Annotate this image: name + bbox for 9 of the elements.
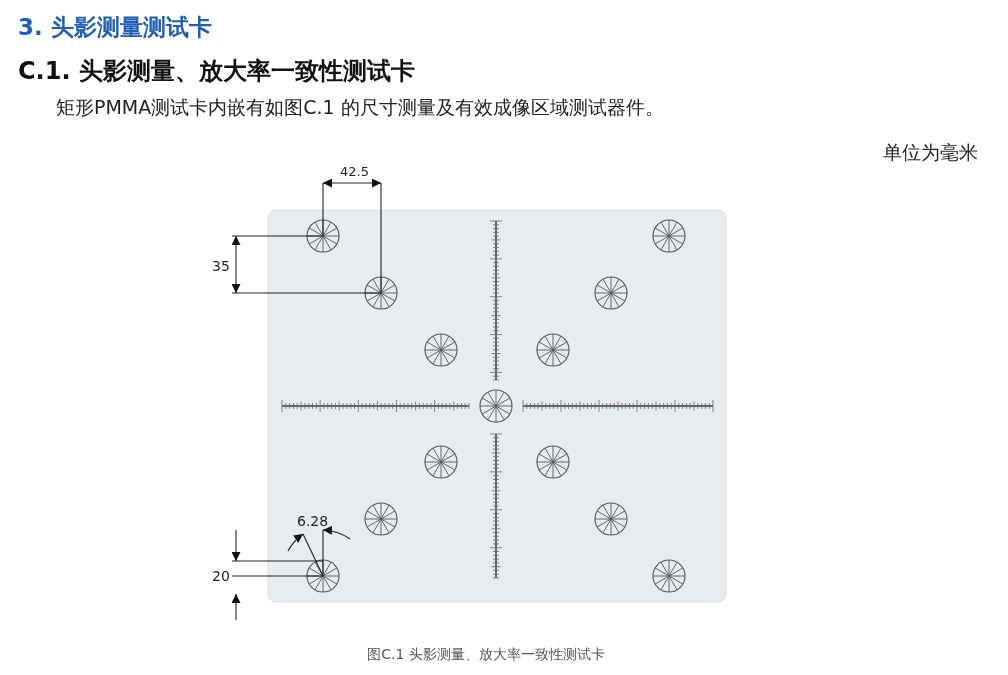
figure-caption: 图C.1 头影测量、放大率一致性测试卡 xyxy=(366,646,606,663)
section-heading: 3. 头影测量测试卡 xyxy=(18,14,212,41)
dimension-label: 35 xyxy=(212,258,230,275)
unit-note: 单位为毫米 xyxy=(883,142,978,164)
dimension-label: 20 xyxy=(212,568,230,585)
dimension-label: 42.5 xyxy=(340,165,369,180)
description-text: 矩形PMMA测试卡内嵌有如图C.1 的尺寸测量及有效成像区域测试器件。 xyxy=(56,97,664,119)
subsection-heading: C.1. 头影测量、放大率一致性测试卡 xyxy=(18,58,415,86)
dimension-label: 6.28 xyxy=(297,513,329,530)
